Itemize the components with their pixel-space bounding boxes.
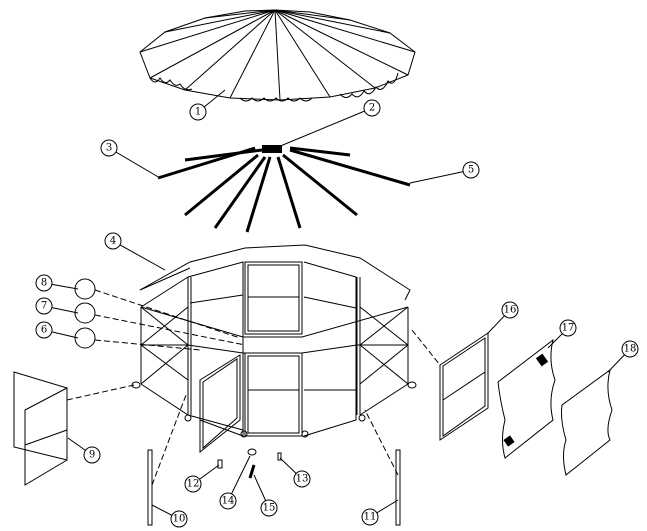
side-panel [13,371,135,486]
callout-label: 12 [187,479,200,490]
callout-18: 18 [607,340,639,373]
callout-14: 14 [219,455,251,510]
pole-right [395,449,401,526]
callout-12: 12 [184,464,220,493]
callout-7: 7 [35,297,79,315]
roof-spokes [157,145,411,233]
pin [248,464,256,479]
callout-label: 5 [468,165,474,176]
callout-label: 8 [41,278,47,289]
callout-13: 13 [279,457,311,488]
callout-label: 13 [296,474,309,485]
pole-left [147,449,153,526]
callout-15: 15 [253,474,278,517]
screen-curtain [497,338,556,459]
roof-ring [139,244,411,301]
callout-1: 1 [189,89,226,121]
cap [247,448,257,456]
frame [131,261,417,454]
hinge [217,459,223,469]
callout-2: 2 [277,99,381,148]
callout-5: 5 [409,161,480,184]
callout-label: 4 [110,236,116,247]
callout-4: 4 [104,232,166,271]
callout-label: 16 [504,305,517,316]
brackets [74,278,246,351]
callout-11: 11 [361,499,399,526]
callout-label: 10 [173,514,186,525]
callout-label: 3 [106,143,112,154]
side-curtain [561,368,613,476]
callout-label: 9 [89,450,95,461]
callout-label: 6 [41,325,47,336]
canopy [139,9,416,102]
callout-9: 9 [67,437,101,464]
wall-panel [411,329,489,441]
callout-label: 1 [195,107,201,118]
callout-17: 17 [547,319,577,349]
callout-8: 8 [35,274,79,292]
callout-3: 3 [100,139,161,179]
callout-label: 15 [263,503,276,514]
callout-10: 10 [151,504,188,528]
callout-16: 16 [487,301,519,334]
callout-label: 2 [369,103,375,114]
callout-6: 6 [35,321,79,339]
callout-label: 17 [562,323,575,334]
latch [277,452,282,461]
callout-label: 7 [41,301,47,312]
callout-label: 11 [364,512,377,523]
callout-label: 18 [624,344,637,355]
callout-label: 14 [222,496,235,507]
